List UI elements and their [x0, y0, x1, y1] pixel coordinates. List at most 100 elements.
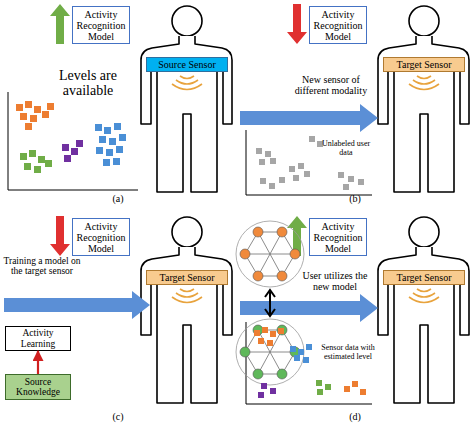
data-point [293, 175, 299, 181]
data-cluster [16, 101, 54, 130]
data-point [348, 176, 354, 182]
node-text: Source Sensor [158, 59, 216, 70]
data-point [103, 159, 110, 166]
data-point [109, 138, 116, 145]
sensor-box: Target Sensor [146, 270, 228, 285]
data-point [119, 134, 126, 141]
data-point [316, 380, 322, 386]
down-arrow [50, 216, 70, 256]
signal-waves [172, 289, 202, 303]
model-box: Activity Recognition Model [309, 218, 367, 256]
data-point [259, 159, 265, 165]
data-point [279, 177, 285, 183]
signal-waves [409, 289, 439, 303]
sensor-box: Target Sensor [383, 270, 465, 285]
model-box: Activity Recognition Model [72, 218, 130, 256]
data-point [29, 150, 36, 157]
model-box: Activity Recognition Model [72, 6, 130, 44]
data-point [309, 136, 315, 142]
data-point [258, 392, 264, 398]
data-cluster [316, 380, 331, 395]
node-text: Activity Recognition Model [310, 9, 366, 42]
node-text: Source Knowledge [6, 377, 70, 398]
flow-arrow [240, 104, 378, 132]
signal-waves [172, 76, 202, 90]
data-point [34, 166, 41, 173]
data-point [325, 384, 331, 390]
plot-axes [8, 92, 138, 190]
data-point [267, 340, 273, 346]
plot-axes [246, 322, 372, 404]
graph-network [236, 221, 304, 287]
data-point [344, 386, 350, 392]
panel-label: (d) [337, 411, 373, 422]
data-point [352, 381, 358, 387]
data-point [258, 338, 264, 344]
human-figure [378, 217, 469, 403]
up-arrow [50, 4, 70, 44]
node-text: Activity Learning [6, 328, 70, 349]
data-point [30, 115, 37, 122]
panel-label: (c) [100, 411, 136, 422]
double-arrow [265, 290, 275, 316]
plot-note: Sensor data with estimated level [320, 344, 376, 362]
panel-label: (b) [337, 193, 373, 204]
data-point [269, 183, 275, 189]
node-text: Activity Recognition Model [310, 221, 366, 254]
data-point [76, 140, 83, 147]
data-point [256, 148, 262, 154]
data-point [45, 160, 52, 167]
data-point [254, 330, 260, 336]
data-point [47, 103, 54, 110]
down-arrow [287, 4, 307, 44]
data-point [306, 344, 312, 350]
node-text: Target Sensor [397, 59, 452, 70]
data-cluster [254, 327, 366, 395]
data-point [358, 179, 364, 185]
data-point [278, 328, 284, 334]
data-point [25, 101, 32, 108]
human-figure [141, 217, 232, 403]
data-cluster [95, 123, 126, 166]
node-text: Target Sensor [397, 272, 452, 283]
data-point [113, 158, 120, 165]
sensor-box: Target Sensor [383, 57, 465, 72]
data-cluster [258, 383, 276, 398]
panel-label: (a) [100, 193, 136, 204]
annotation-text: Levels are available [42, 68, 134, 99]
arrow-label: Training a model on the target sensor [2, 256, 82, 277]
connector-arrow [37, 351, 39, 374]
signal-waves [409, 76, 439, 90]
data-point [38, 156, 45, 163]
knowledge-box: Source Knowledge [5, 374, 71, 400]
data-point [16, 104, 23, 111]
data-point [304, 171, 310, 177]
data-point [96, 147, 103, 154]
data-point [317, 389, 323, 395]
human-figure [141, 6, 232, 192]
data-point [298, 349, 304, 355]
data-point [270, 388, 276, 394]
data-point [20, 113, 27, 120]
data-point [338, 172, 344, 178]
arrow-label: New sensor of different modality [294, 74, 368, 96]
data-point [303, 357, 309, 363]
data-cluster [20, 150, 52, 173]
data-point [64, 155, 71, 162]
node-text: Target Sensor [160, 272, 215, 283]
data-point [298, 163, 304, 169]
data-point [260, 178, 266, 184]
data-point [294, 355, 300, 361]
data-point [261, 383, 267, 389]
data-point [289, 166, 295, 172]
data-point [34, 106, 41, 113]
data-point [265, 151, 271, 157]
data-point [20, 153, 27, 160]
data-point [95, 124, 102, 131]
data-point [42, 111, 49, 118]
data-point [114, 123, 121, 130]
node-text: Activity Recognition Model [73, 9, 129, 42]
data-cluster [290, 344, 312, 363]
flow-arrow [240, 294, 378, 322]
